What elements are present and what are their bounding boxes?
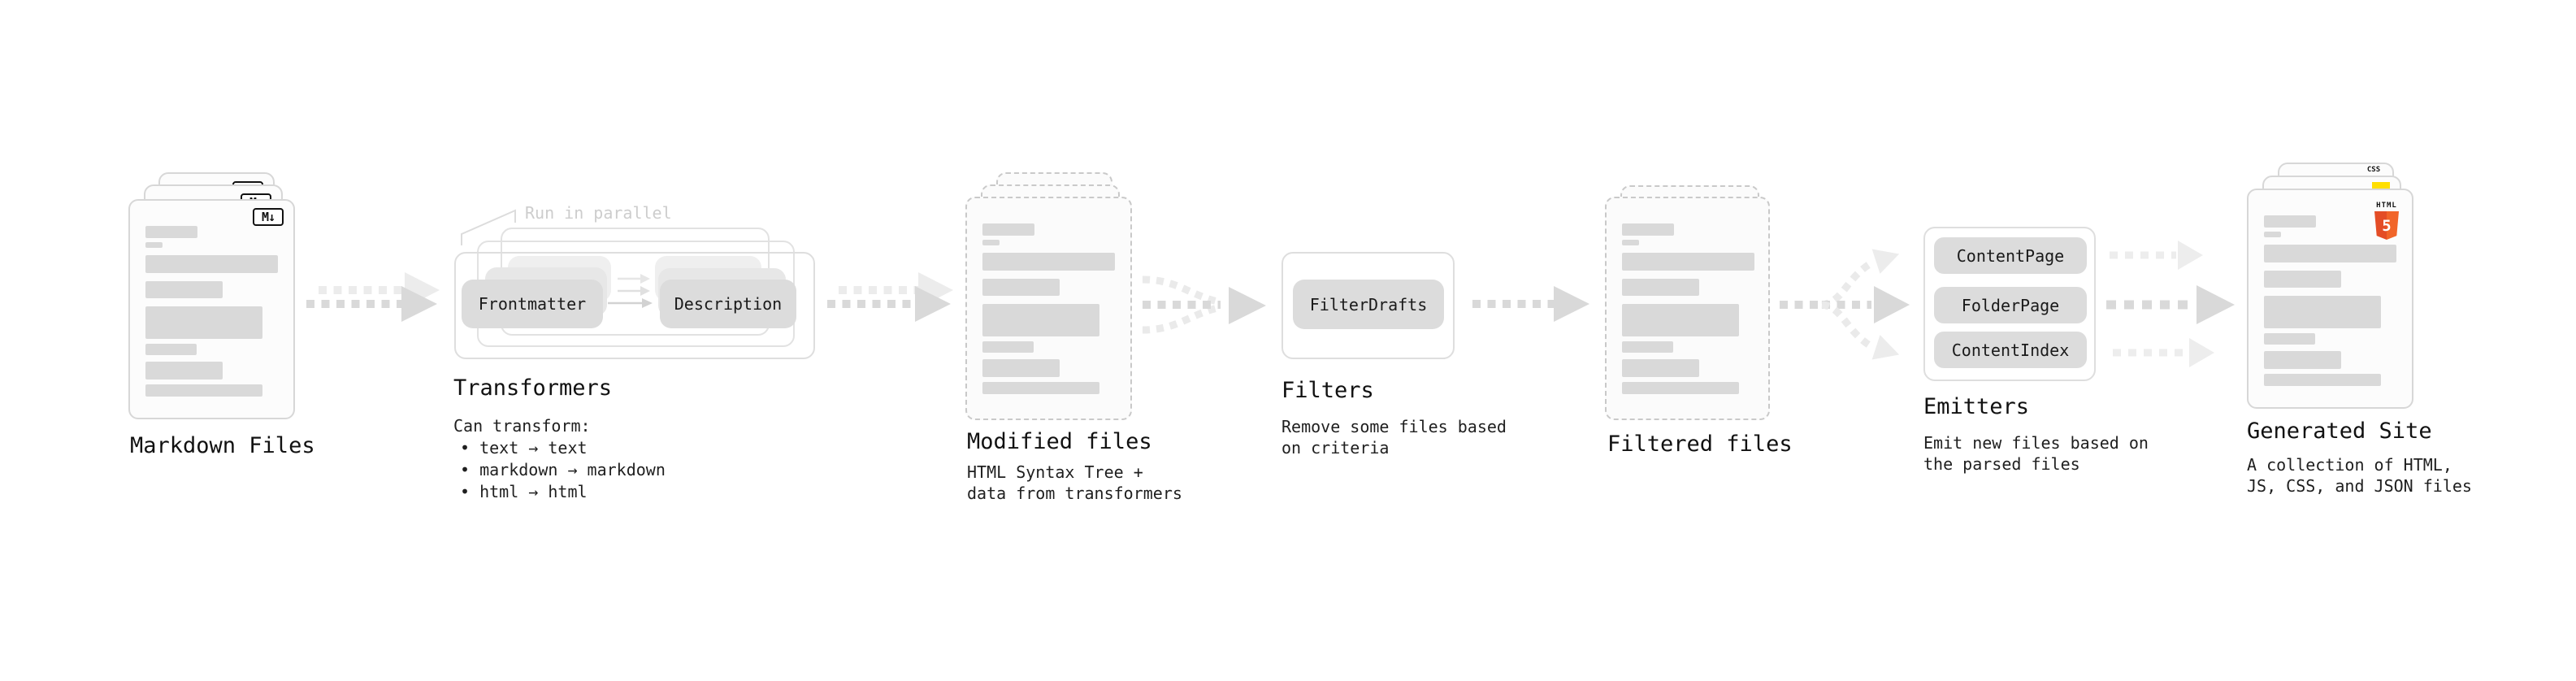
modified-files-sublabel: HTML Syntax Tree + data from transformer… [967, 462, 1182, 503]
markdown-file-card-front: M↓ [128, 199, 295, 419]
placeholder-line [1622, 253, 1754, 271]
folderpage-pill: FolderPage [1934, 287, 2087, 323]
document-placeholder-lines [1622, 223, 1754, 394]
markdown-badge-icon: M↓ [253, 208, 284, 226]
arrow-emitters-to-generated [2106, 241, 2235, 367]
transformers-bullet-text-to-text: • text → text [460, 438, 588, 458]
filters-sublabel: Remove some files based on criteria [1281, 417, 1507, 458]
placeholder-line [145, 384, 262, 397]
description-pill: Description [660, 280, 796, 328]
contentindex-pill: ContentIndex [1934, 332, 2087, 368]
placeholder-line [2264, 374, 2381, 386]
placeholder-line [145, 242, 163, 248]
transformer-parallel-arrows [608, 274, 653, 308]
arrow-filtered-to-emitters-fan-out [1780, 249, 1910, 360]
stage-label-transformers: Transformers [453, 375, 613, 401]
frontmatter-pill: Frontmatter [462, 280, 603, 328]
placeholder-line [1622, 359, 1699, 377]
stage-label-generated-site: Generated Site [2247, 419, 2432, 444]
placeholder-line [982, 359, 1060, 377]
generated-html-file-card: HTML 5 [2247, 189, 2413, 409]
placeholder-line [982, 382, 1099, 394]
placeholder-line [982, 341, 1034, 353]
stage-label-modified-files: Modified files [967, 429, 1152, 454]
placeholder-line [2264, 232, 2281, 237]
placeholder-line [982, 240, 1000, 245]
placeholder-line [2264, 271, 2341, 288]
placeholder-line [145, 306, 262, 339]
document-placeholder-lines [982, 223, 1115, 394]
placeholder-line [145, 344, 197, 355]
annotation-connector-line [461, 209, 516, 245]
placeholder-line [145, 255, 278, 273]
transformers-description-heading: Can transform: [453, 416, 591, 436]
placeholder-line [2264, 351, 2341, 369]
document-placeholder-lines [2264, 215, 2396, 386]
transformer-layer-box-front [454, 252, 815, 359]
placeholder-line [982, 253, 1115, 271]
placeholder-line [1622, 240, 1639, 245]
contentpage-pill: ContentPage [1934, 237, 2087, 274]
placeholder-line [1622, 341, 1673, 353]
filterdrafts-pill: FilterDrafts [1293, 280, 1444, 329]
stage-label-filters: Filters [1281, 378, 1374, 403]
html5-icon: HTML 5 [2373, 202, 2400, 240]
transformers-bullet-html-to-html: • html → html [460, 482, 588, 501]
placeholder-line [1622, 382, 1739, 394]
html5-shield: 5 [2374, 211, 2399, 240]
emitters-sublabel: Emit new files based on the parsed files [1923, 433, 2149, 474]
arrow-filters-to-filtered [1472, 286, 1589, 322]
run-in-parallel-annotation: Run in parallel [525, 203, 672, 223]
arrow-modified-to-filters-fan-in [1142, 275, 1266, 334]
placeholder-line [1622, 279, 1699, 296]
stage-label-filtered-files: Filtered files [1607, 432, 1793, 457]
html5-number: 5 [2382, 216, 2392, 235]
placeholder-line [2264, 333, 2315, 345]
transformers-bullet-markdown-to-markdown: • markdown → markdown [460, 460, 666, 479]
placeholder-line [145, 362, 223, 380]
generated-site-sublabel: A collection of HTML, JS, CSS, and JSON … [2247, 455, 2472, 496]
arrow-markdown-to-transformers [306, 272, 440, 322]
placeholder-line [982, 304, 1099, 336]
placeholder-line [145, 281, 223, 298]
document-placeholder-lines [145, 226, 278, 397]
stage-label-markdown-files: Markdown Files [130, 433, 315, 458]
placeholder-line [2264, 296, 2381, 328]
filtered-file-card-front [1605, 197, 1770, 420]
placeholder-line [2264, 245, 2396, 262]
placeholder-line [2264, 215, 2316, 228]
placeholder-line [145, 226, 197, 238]
placeholder-line [1622, 223, 1674, 236]
arrow-transformers-to-modified [827, 272, 953, 322]
placeholder-line [982, 223, 1034, 236]
placeholder-line [982, 279, 1060, 296]
modified-file-card-front [965, 197, 1132, 420]
stage-label-emitters: Emitters [1923, 394, 2030, 419]
placeholder-line [1622, 304, 1739, 336]
